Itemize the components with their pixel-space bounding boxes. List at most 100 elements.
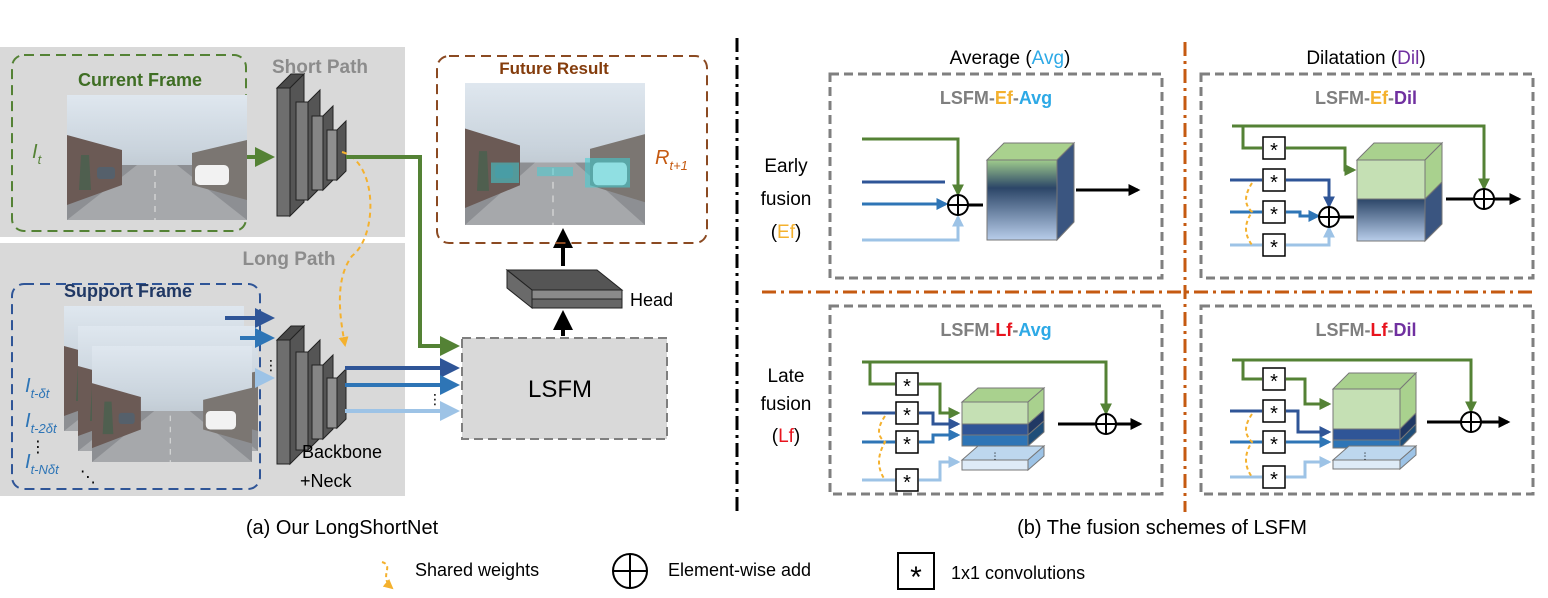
support-arrow-ellipsis: ⋮: [264, 357, 278, 373]
current-frame-label: Current Frame: [78, 70, 202, 90]
support-symbol-n: It-Nδt: [25, 451, 60, 477]
current-frame-symbol: It: [32, 141, 43, 167]
shared-weights-arrow: [338, 151, 372, 347]
short-path-label: Short Path: [272, 57, 368, 78]
svg-text:*: *: [1270, 403, 1278, 425]
support-frame-box: [11, 283, 261, 490]
svg-text:*: *: [1270, 434, 1278, 456]
row-label-early-1: Early: [764, 156, 808, 177]
conv-icon: [1262, 465, 1286, 489]
short-path-feature-arrow: [346, 155, 460, 356]
legend-element-wise-add: Element-wise add: [668, 560, 811, 580]
svg-text:*: *: [903, 472, 911, 494]
conv-icon: [895, 401, 919, 425]
lsfm-label: LSFM: [528, 376, 592, 403]
future-result-box: [436, 55, 708, 244]
ef-dil-output-add-symbol: [1473, 188, 1495, 210]
conv-icon: [895, 468, 919, 492]
quadrant-lf-dil: LSFM-Lf-Dil * * * *: [1199, 304, 1535, 496]
conv-icon: [1262, 399, 1286, 423]
ef-dil-title: LSFM-Ef-Dil: [1315, 88, 1417, 108]
support-frame-label: Support Frame: [64, 281, 192, 301]
svg-text:⋮: ⋮: [1361, 451, 1370, 461]
quadrant-ef-avg: LSFM-Ef-Avg: [828, 72, 1164, 280]
column-header-avg: Average (Avg): [950, 48, 1071, 69]
conv-icon: [1262, 367, 1286, 391]
neck-label: +Neck: [300, 471, 353, 491]
conv-icon: [895, 372, 919, 396]
future-result-symbol: Rt+1: [655, 147, 688, 173]
add-legend-icon: [612, 553, 648, 589]
shared-weights-arrow: [878, 415, 887, 481]
support-frame-ellipsis: ⋱: [80, 469, 96, 486]
ef-dil-feature-cube: [1355, 141, 1444, 243]
panel-b: Average (Avg) Dilatation (Dil) Early fus…: [761, 42, 1535, 539]
support-symbol-ellipsis: ⋮: [30, 439, 46, 456]
shared-weights-legend-icon: [381, 561, 394, 590]
conv-icon: [1262, 233, 1286, 257]
svg-text:*: *: [903, 376, 911, 398]
head-label: Head: [630, 290, 673, 310]
future-result-image: [465, 83, 645, 225]
svg-text:*: *: [903, 434, 911, 456]
lf-avg-box: [828, 304, 1164, 496]
support-frame-image-3: [92, 346, 252, 462]
long-path-backbone: [275, 324, 347, 466]
ef-avg-add-symbol: [947, 194, 969, 216]
row-label-early-abbr: (Ef): [771, 222, 802, 243]
lf-avg-title: LSFM-Lf-Avg: [940, 320, 1051, 340]
column-header-dil: Dilatation (Dil): [1306, 48, 1425, 69]
row-label-late-1: Late: [768, 366, 805, 387]
lf-avg-feature-stack: ⋮: [960, 386, 1046, 472]
conv-icon: [1262, 200, 1286, 224]
conv-icon: [1262, 430, 1286, 454]
lsfm-block: [461, 337, 668, 440]
long-feature-ellipsis: ⋮: [428, 391, 442, 407]
svg-text:*: *: [1270, 140, 1278, 162]
svg-text:*: *: [1270, 469, 1278, 491]
backbone-label: Backbone: [302, 442, 382, 462]
row-label-late-2: fusion: [761, 394, 812, 415]
svg-text:*: *: [1270, 172, 1278, 194]
support-symbol-1: It-δt: [25, 375, 51, 401]
legend-shared-weights: Shared weights: [415, 560, 539, 580]
row-label-late-abbr: (Lf): [772, 426, 801, 447]
ef-avg-title: LSFM-Ef-Avg: [940, 88, 1052, 108]
ef-avg-feature-cube: [985, 141, 1076, 242]
legend: Shared weights Element-wise add * 1x1 co…: [381, 552, 1085, 594]
svg-text:*: *: [1270, 371, 1278, 393]
conv-icon: [895, 430, 919, 454]
caption-a: (a) Our LongShortNet: [246, 517, 439, 539]
svg-text:*: *: [1270, 204, 1278, 226]
lf-dil-feature-stack: ⋮: [1331, 371, 1418, 471]
caption-b: (b) The fusion schemes of LSFM: [1017, 517, 1307, 539]
lf-dil-box: [1199, 304, 1535, 496]
conv-legend-icon: [897, 552, 935, 590]
support-symbol-2: It-2δt: [25, 410, 58, 436]
svg-text:*: *: [903, 405, 911, 427]
quadrant-lf-avg: LSFM-Lf-Avg * * * *: [828, 304, 1164, 496]
short-path-backbone: [275, 72, 347, 218]
panel-a: Short Path Long Path Current Frame It Su…: [0, 47, 708, 539]
row-label-early-2: fusion: [761, 189, 812, 210]
conv-icon: [1262, 168, 1286, 192]
ef-dil-box: [1199, 72, 1535, 280]
quadrant-ef-dil: LSFM-Ef-Dil * * * *: [1199, 72, 1535, 280]
shared-weights-arrow: [1245, 182, 1254, 246]
svg-text:*: *: [1270, 237, 1278, 259]
long-path-label: Long Path: [243, 249, 336, 270]
shared-weights-arrow: [1245, 413, 1254, 478]
lf-dil-title: LSFM-Lf-Dil: [1316, 320, 1417, 340]
legend-conv: 1x1 convolutions: [951, 563, 1085, 583]
ef-avg-box: [828, 72, 1164, 280]
ef-dil-add-symbol: [1318, 206, 1340, 228]
svg-text:⋮: ⋮: [991, 451, 1000, 461]
lf-dil-add-symbol: [1460, 411, 1482, 433]
current-frame-image: [67, 95, 247, 220]
svg-text:*: *: [910, 561, 922, 594]
lf-avg-add-symbol: [1095, 413, 1117, 435]
conv-icon: [1262, 136, 1286, 160]
head-block: [505, 268, 624, 310]
future-result-label: Future Result: [499, 59, 609, 78]
